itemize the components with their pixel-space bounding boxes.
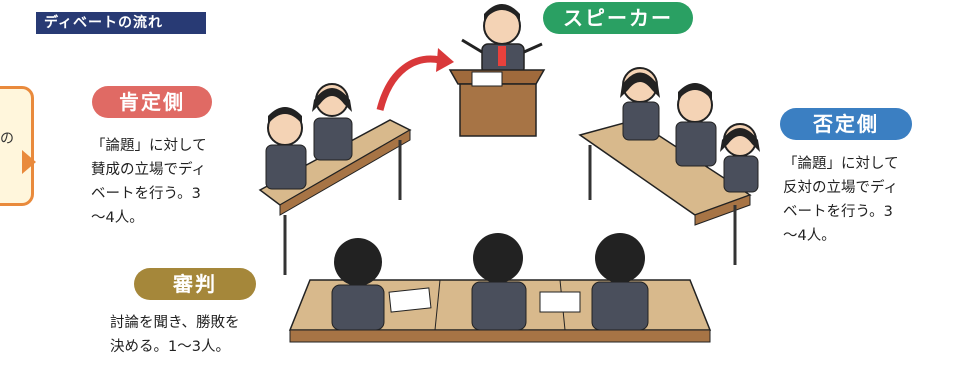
affirmative-label: 肯定側 [92,86,212,118]
negative-desks [578,67,760,265]
speaker-figure [448,4,546,137]
arrow-icon [376,55,441,111]
negative-description: 「論題」に対して 反対の立場でディ ベートを行う。3 〜4人。 [783,156,899,244]
affirmative-description: 「論題」に対して 賛成の立場でディ ベートを行う。3 〜4人。 [91,138,207,226]
page-title: ディベートの流れ [36,12,206,34]
affirmative-desks [258,83,412,275]
judge-description: 討論を聞き、勝敗を 決める。1〜3人。 [110,315,240,355]
callout-bubble [0,86,34,206]
debate-illustration [258,4,760,343]
speaker-label: スピーカー [543,2,693,34]
judge-desks [288,233,712,343]
judge-label: 審判 [134,268,256,300]
arrow-head-icon [436,48,454,72]
negative-label: 否定側 [780,108,912,140]
callout-tail [22,150,36,174]
callout-text: の [0,131,14,147]
